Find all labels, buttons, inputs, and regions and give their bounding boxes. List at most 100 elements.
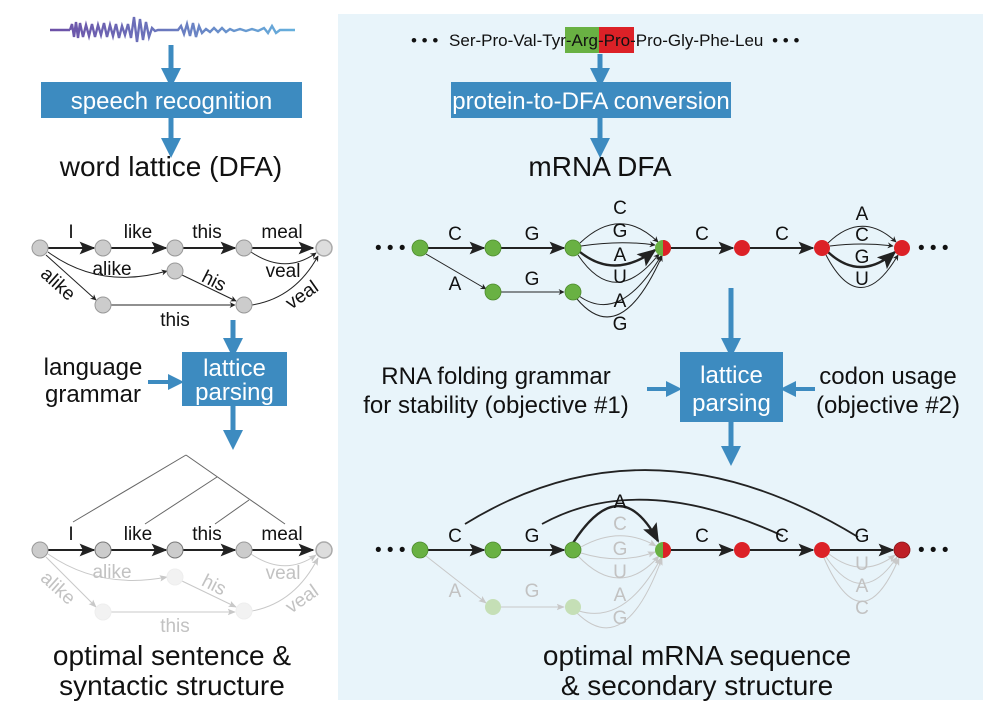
edge-label: C: [855, 225, 869, 246]
mrna-panel-background: [338, 14, 983, 700]
lattice-node: [31, 541, 49, 559]
right-caption: & secondary structure: [561, 670, 833, 701]
objective-2-label: (objective #2): [816, 392, 960, 419]
edge-label: veal: [282, 277, 323, 314]
edge-label-faded: alike: [36, 567, 79, 609]
dfa-node-green: [484, 283, 502, 301]
lattice-node: [235, 239, 253, 257]
edge-label: alike: [36, 263, 79, 305]
word-lattice-title: word lattice (DFA): [59, 151, 283, 182]
edge-label-faded: G: [613, 539, 628, 560]
edge-label: A: [614, 291, 627, 312]
edge-label-faded: his: [198, 571, 229, 601]
pro-highlight: [599, 27, 634, 53]
dfa-node-green: [411, 541, 429, 559]
edge-label: C: [448, 526, 462, 547]
lattice-node-faded: [94, 603, 112, 621]
edge-label-faded: G: [613, 608, 628, 629]
arg-highlight: [565, 27, 599, 53]
left-caption: optimal sentence &: [53, 640, 291, 671]
protein-seq-b: -Pro-Gly-Phe-Leu: [630, 31, 763, 50]
lattice-node-faded: [166, 568, 184, 586]
edge-label: A: [614, 492, 627, 513]
lattice-parsing-box: lattice parsing: [680, 352, 783, 422]
edge-label: alike: [92, 259, 131, 280]
left-caption: syntactic structure: [59, 670, 285, 701]
edge-label: this: [192, 222, 222, 243]
edge-label-faded: C: [613, 514, 627, 535]
lattice-parsing-label: parsing: [195, 379, 274, 406]
lattice-node-final: [315, 239, 333, 257]
lattice-node: [166, 262, 184, 280]
dfa-node-darkred: [893, 541, 911, 559]
edge-label: this: [192, 524, 222, 545]
protein-to-dfa-label: protein-to-DFA conversion: [452, 88, 729, 115]
parse-tree: [72, 454, 286, 525]
edge-label: G: [525, 269, 540, 290]
lattice-node-final: [315, 541, 333, 559]
lattice-parsing-label: lattice: [700, 362, 763, 389]
right-caption: optimal mRNA sequence: [543, 640, 851, 671]
edge-label: C: [695, 526, 709, 547]
speech-recognition-box: speech recognition: [41, 82, 302, 118]
edge-label: meal: [261, 524, 302, 545]
edge-label: G: [855, 247, 870, 268]
edge-label: C: [448, 224, 462, 245]
edge-label-faded: alike: [92, 562, 131, 583]
edge-label: C: [775, 224, 789, 245]
ellipsis: • • •: [772, 31, 799, 50]
dfa-node-green: [564, 283, 582, 301]
dfa-node-green-red: [655, 240, 671, 256]
edge-label: U: [855, 269, 869, 290]
objective-1-label: RNA folding grammar: [381, 363, 610, 390]
dfa-node-green: [484, 239, 502, 257]
edge-label: G: [613, 314, 628, 335]
dfa-node-faded: [565, 599, 581, 615]
edge-label: A: [856, 204, 869, 225]
lattice-node: [94, 541, 112, 559]
edge-label: this: [160, 310, 190, 331]
optimal-mrna-structure: • • • • • • C G A C G U A G A G C C G U …: [375, 469, 949, 629]
dfa-node-faded: [485, 599, 501, 615]
edge-label: U: [613, 267, 627, 288]
edge-label: his: [198, 267, 229, 297]
edge-label-faded: this: [160, 616, 190, 637]
arg-residue: Arg: [572, 31, 598, 50]
audio-waveform-icon: [50, 16, 295, 43]
lattice-node: [31, 239, 49, 257]
word-lattice-graph: I like this meal alike alike his veal ve…: [31, 222, 333, 331]
edge-label: G: [855, 526, 870, 547]
ellipsis: • • •: [411, 31, 438, 50]
ellipsis: • • •: [375, 540, 406, 561]
edge-label: C: [695, 224, 709, 245]
protein-to-dfa-box: protein-to-DFA conversion: [451, 82, 731, 118]
edge-label: C: [775, 526, 789, 547]
lattice-parsing-label: parsing: [692, 390, 771, 417]
edge-label: veal: [266, 261, 301, 282]
edge-label-faded: A: [614, 585, 627, 606]
edge-label-faded: veal: [282, 581, 323, 618]
mrna-dfa-graph: • • • • • • C G A G: [375, 198, 949, 335]
edge-label-faded: A: [856, 576, 869, 597]
protein-seq-a: Ser-Pro-Val-Tyr-: [449, 31, 571, 50]
edge-label-faded: C: [855, 598, 869, 619]
lattice-node: [94, 239, 112, 257]
lattice-node: [94, 296, 112, 314]
edge-label-faded: A: [449, 581, 462, 602]
dfa-node-red: [734, 240, 750, 256]
lattice-node: [166, 239, 184, 257]
edge-label: G: [525, 224, 540, 245]
edge-label: I: [68, 524, 73, 545]
dfa-node-green: [564, 239, 582, 257]
dfa-node-green: [564, 541, 582, 559]
edge-label: I: [68, 222, 73, 243]
objective-1-label: for stability (objective #1): [363, 392, 628, 419]
language-grammar-label: grammar: [45, 381, 141, 408]
optimal-sentence-lattice: I like this meal alike alike his veal ve…: [31, 524, 333, 637]
protein-sequence: • • • Ser-Pro-Val-Tyr-Arg-Pro-Pro-Gly-Ph…: [411, 27, 799, 53]
edge-label-faded: G: [525, 581, 540, 602]
dash: -: [598, 31, 604, 50]
dfa-node-green: [411, 239, 429, 257]
language-grammar-label: language: [44, 354, 143, 381]
